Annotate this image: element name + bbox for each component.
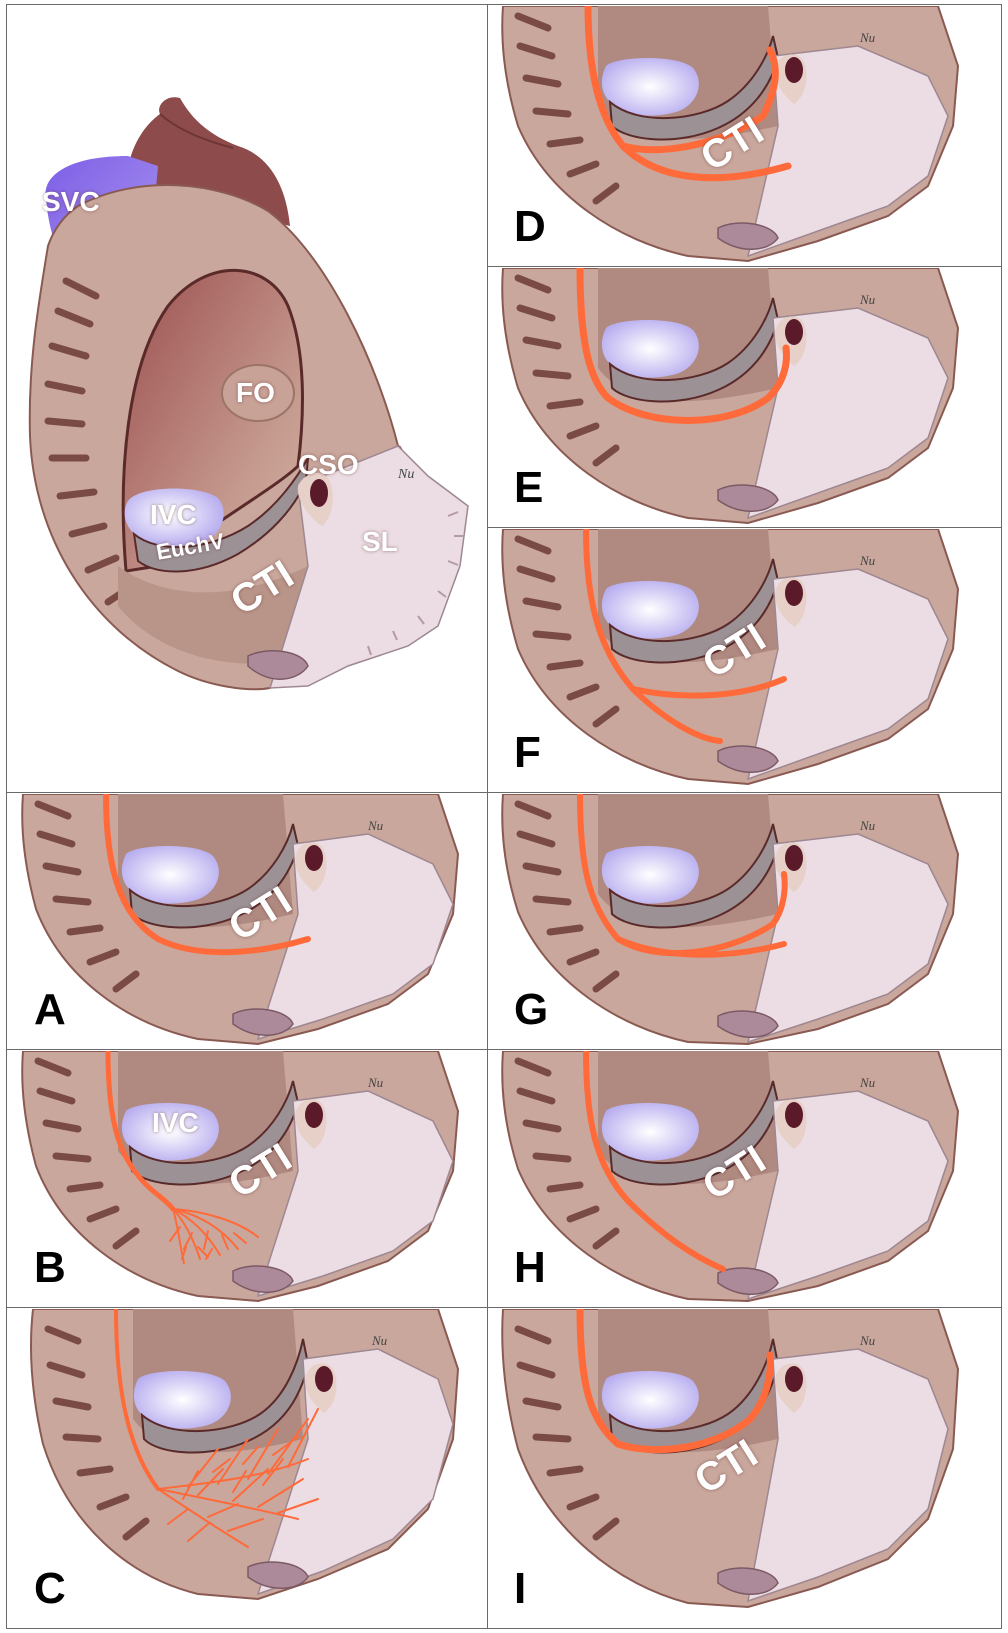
svg-text:Nu: Nu	[859, 553, 876, 568]
divider-outer-top	[6, 4, 1002, 5]
panel-f: Nu CTI F	[488, 529, 1000, 791]
divider-row-2-right	[487, 527, 1002, 528]
cso-label: CSO	[298, 451, 359, 479]
panel-g: Nu G	[488, 794, 1000, 1048]
divider-outer-right	[1001, 4, 1002, 1629]
panel-c: Nu C	[8, 1309, 486, 1627]
panel-h-letter: H	[514, 1246, 546, 1290]
fo-label: FO	[236, 379, 275, 407]
svg-text:Nu: Nu	[367, 1075, 384, 1090]
panel-c-drawing: Nu	[8, 1309, 486, 1627]
panel-i: Nu CTI I	[488, 1309, 1000, 1627]
divider-row-1-right	[487, 266, 1002, 267]
panel-h: Nu CTI H	[488, 1051, 1000, 1306]
divider-row-5	[6, 1307, 1002, 1308]
panel-b-ivc-label: IVC	[152, 1109, 199, 1137]
panel-g-letter: G	[514, 988, 548, 1032]
panel-g-drawing: Nu	[488, 794, 1000, 1048]
divider-outer-bottom	[6, 1628, 1002, 1629]
panel-b: Nu IVC CTI B	[8, 1051, 486, 1306]
divider-row-3	[6, 792, 1002, 793]
svg-text:Nu: Nu	[859, 818, 876, 833]
coronary-sinus-ostium	[310, 479, 328, 507]
panel-d: Nu CTI D	[488, 6, 1000, 265]
panel-b-letter: B	[34, 1246, 66, 1290]
svc-label: SVC	[42, 188, 100, 216]
svg-text:Nu: Nu	[859, 1333, 876, 1348]
panel-e-letter: E	[514, 466, 543, 510]
svg-text:Nu: Nu	[371, 1333, 388, 1348]
divider-outer-left	[6, 4, 7, 1629]
sl-label: SL	[362, 528, 398, 556]
divider-row-4	[6, 1049, 1002, 1050]
panel-c-letter: C	[34, 1567, 66, 1611]
svg-text:Nu: Nu	[367, 818, 384, 833]
divider-center	[487, 4, 488, 1629]
ivc-label: IVC	[150, 501, 197, 529]
panel-i-letter: I	[514, 1567, 526, 1611]
panel-e: Nu E	[488, 268, 1000, 526]
svg-text:Nu: Nu	[397, 467, 414, 482]
panel-e-drawing: Nu	[488, 268, 1000, 526]
panel-f-letter: F	[514, 731, 541, 775]
main-anatomy-panel: Nu SVC FO CSO IVC EuchV CTI SL	[8, 6, 486, 791]
svg-text:Nu: Nu	[859, 30, 876, 45]
svg-text:Nu: Nu	[859, 1075, 876, 1090]
svg-text:Nu: Nu	[859, 292, 876, 307]
panel-d-letter: D	[514, 205, 546, 249]
panel-a: Nu CTI A	[8, 794, 486, 1048]
panel-a-letter: A	[34, 988, 66, 1032]
